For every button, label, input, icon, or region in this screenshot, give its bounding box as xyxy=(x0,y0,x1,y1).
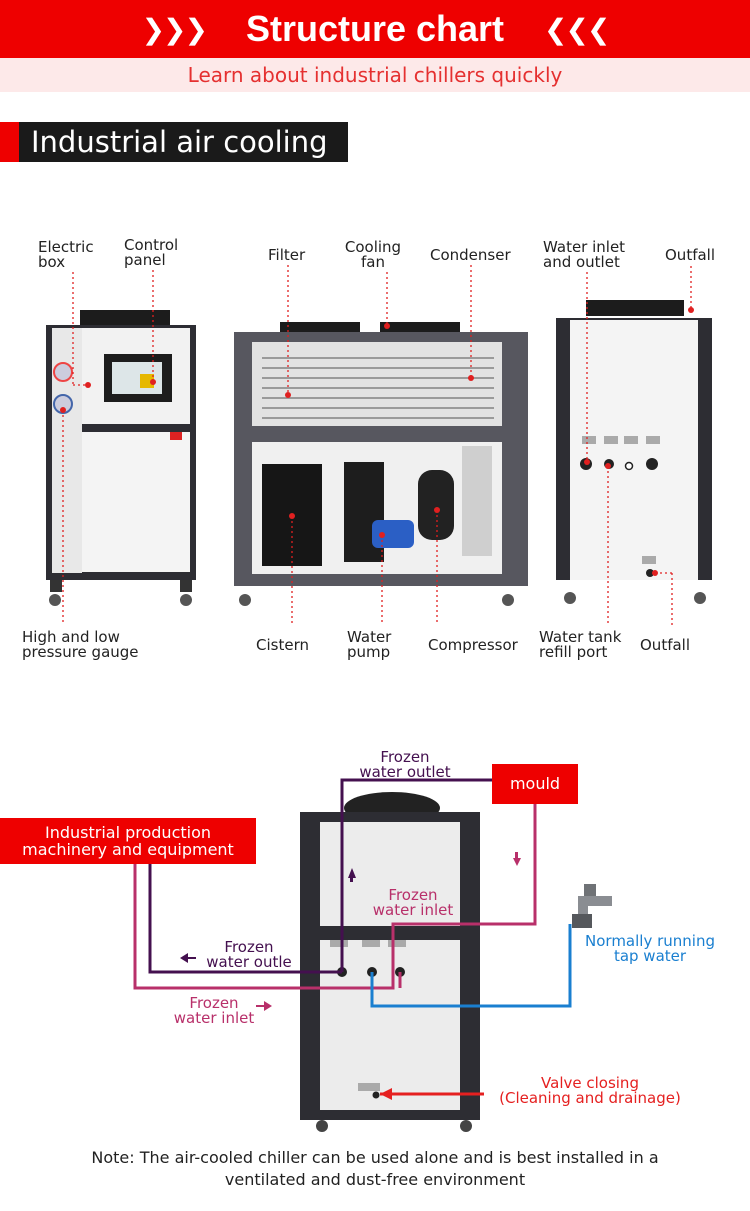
page-subtitle: Learn about industrial chillers quickly xyxy=(0,58,750,92)
middle-chiller-unit xyxy=(234,322,528,606)
chevron-right-icon: ❯❯❯ xyxy=(141,12,208,46)
label-cistern: Cistern xyxy=(256,636,309,654)
label-outfall-bottom: Outfall xyxy=(640,636,691,654)
header-banner: ❯❯❯ Structure chart ❮❮❮ xyxy=(0,0,750,58)
leader-lines xyxy=(62,265,692,628)
chevron-left-icon: ❮❮❮ xyxy=(544,12,610,46)
page-title: Structure chart xyxy=(245,8,505,49)
label-valve-closing: Valve closing(Cleaning and drainage) xyxy=(499,1074,681,1107)
flow-arrows xyxy=(180,852,521,1100)
left-chiller-unit xyxy=(46,310,196,606)
label-compressor: Compressor xyxy=(428,636,518,654)
label-filter: Filter xyxy=(268,246,306,264)
section-title: Industrial air cooling xyxy=(19,122,348,162)
right-chiller-unit xyxy=(556,300,712,604)
section-accent xyxy=(0,122,19,162)
label-condenser: Condenser xyxy=(430,246,511,264)
footnote: Note: The air-cooled chiller can be used… xyxy=(91,1148,659,1189)
label-outfall-top: Outfall xyxy=(665,246,716,264)
mould-box: mould xyxy=(492,764,578,804)
faucet-icon xyxy=(572,884,612,928)
section-heading: Industrial air cooling xyxy=(0,122,348,162)
flow-lines xyxy=(133,778,572,1096)
lower-chiller-unit xyxy=(300,792,480,1132)
